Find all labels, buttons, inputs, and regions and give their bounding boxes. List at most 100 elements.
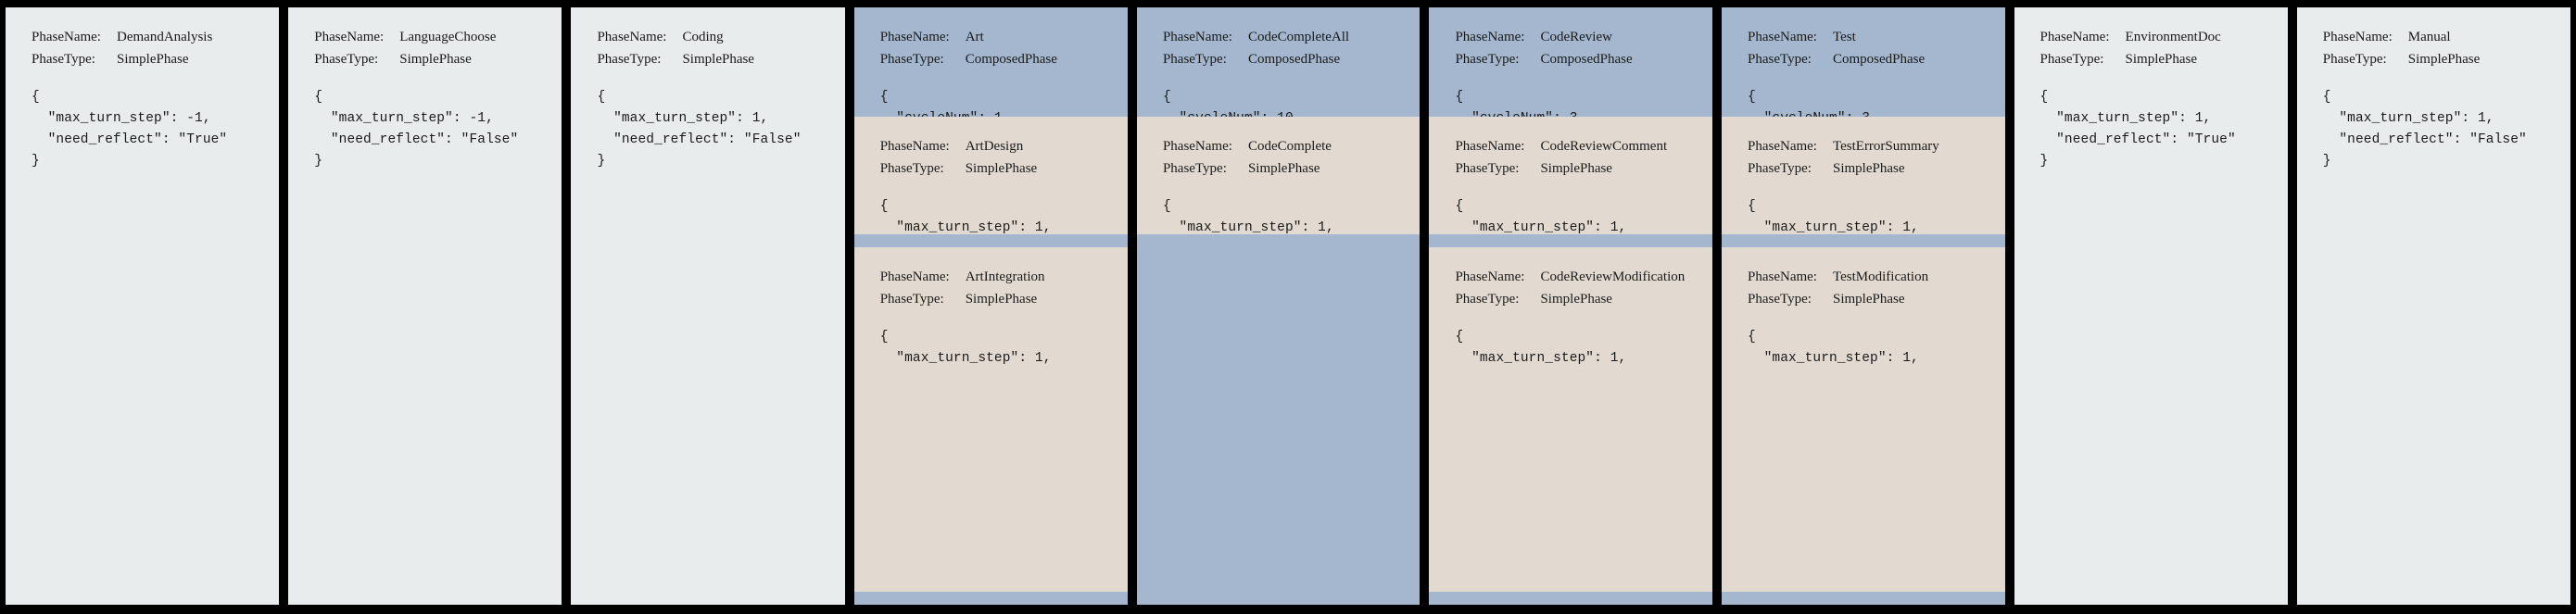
code-review-comment-phase-type-value: SimplePhase — [1540, 161, 1612, 177]
language-choose-config-json: { "max_turn_step": -1, "need_reflect": "… — [314, 89, 519, 169]
code-review-phase-type-row: PhaseType:ComposedPhase — [1455, 48, 1712, 70]
art-design-config-json: { "max_turn_step": 1, "need_reflect": "F… — [879, 198, 1052, 234]
test-modification-phase-name-row: PhaseName:TestModification — [1748, 266, 2005, 288]
code-complete-all-phase-type-row: PhaseType:ComposedPhase — [1163, 48, 1421, 70]
coding-phase-name-row: PhaseName:Coding — [597, 26, 844, 48]
art-integration-phase-name-label: PhaseName: — [879, 269, 950, 284]
code-complete-config-json: { "max_turn_step": 1, "need_reflect": "F… — [1162, 198, 1334, 234]
code-complete-all-phase-name-row: PhaseName:CodeCompleteAll — [1163, 26, 1421, 48]
language-choose-phase-name-row: PhaseName: LanguageChoose — [314, 26, 562, 48]
art-design-phase-name-label: PhaseName: — [879, 139, 950, 154]
test-modification-phase-name-value: TestModification — [1833, 269, 1929, 284]
test-phase-type-value: ComposedPhase — [1833, 52, 1926, 68]
code-complete-all-config-json: { "cycleNum": 10 } — [1162, 89, 1294, 117]
demand-analysis-phase-name-value: DemandAnalysis — [117, 30, 213, 44]
test-error-summary-config-json: { "max_turn_step": 1, "need_reflect": "F… — [1748, 198, 1919, 234]
test-phase-name-row: PhaseName:Test — [1748, 26, 2005, 48]
art-integration-phase-name-value: ArtIntegration — [965, 269, 1045, 284]
environment-doc-config-json: { "max_turn_step": 1, "need_reflect": "T… — [2039, 89, 2236, 169]
art-design-phase-type-label: PhaseType: — [879, 161, 944, 177]
code-review-modification-phase-name-row: PhaseName:CodeReviewModification — [1455, 266, 1712, 288]
manual-config-json: { "max_turn_step": 1, "need_reflect": "F… — [2322, 89, 2527, 169]
code-review-comment-phase-name-value: CodeReviewComment — [1540, 139, 1668, 154]
environment-doc-phase-type-value: SimplePhase — [2125, 52, 2198, 68]
code-review-comment-phase-type-row: PhaseType: SimplePhase — [1455, 157, 1712, 180]
cycle-divider-art-end — [853, 592, 1128, 605]
language-choose-phase-type-value: SimplePhase — [399, 52, 472, 68]
environment-doc-phase-name-label: PhaseName: — [2039, 30, 2110, 44]
code-review-comment-phase-name-label: PhaseName: — [1455, 139, 1525, 154]
test-error-summary-phase-name-value: TestErrorSummary — [1833, 139, 1939, 154]
environment-doc-phase-type-row: PhaseType:SimplePhase — [2040, 48, 2288, 70]
test-modification-phase-type-label: PhaseType: — [1748, 292, 1812, 307]
art-phase-type-label: PhaseType: — [879, 52, 944, 68]
subphase-fill-art — [853, 365, 1128, 592]
manual-phase-name-label: PhaseName: — [2322, 30, 2393, 44]
art-config-json: { "cycleNum": 1 } — [879, 89, 1003, 117]
demand-analysis-phase-name-row: PhaseName:DemandAnalysis — [32, 26, 279, 48]
code-review-modification-config-json: { "max_turn_step": 1, "need_reflect": "F… — [1455, 329, 1627, 365]
code-review-modification-phase-type-label: PhaseType: — [1455, 292, 1520, 307]
language-choose-phase-name-value: LanguageChoose — [399, 30, 497, 44]
environment-doc-phase-name-row: PhaseName:EnvironmentDoc — [2040, 26, 2288, 48]
code-review-phase-name-label: PhaseName: — [1455, 30, 1525, 44]
cycle-divider-code-review-0 — [1429, 234, 1712, 247]
manual-phase-type-label: PhaseType: — [2322, 52, 2387, 68]
coding-phase-type-label: PhaseType: — [597, 52, 662, 68]
subphase-fill-code-review — [1429, 365, 1712, 592]
coding-phase-type-value: SimplePhase — [682, 52, 754, 68]
art-phase-name-label: PhaseName: — [879, 30, 950, 44]
code-complete-phase-type-row: PhaseType:SimplePhase — [1163, 157, 1421, 180]
test-error-summary-phase-name-label: PhaseName: — [1748, 139, 1817, 154]
code-review-comment-phase-type-label: PhaseType: — [1455, 161, 1520, 177]
coding-phase-type-row: PhaseType: SimplePhase — [597, 48, 844, 70]
test-phase-type-label: PhaseType: — [1748, 52, 1812, 68]
coding-config-json: { "max_turn_step": 1, "need_reflect": "F… — [597, 89, 802, 169]
code-review-modification-phase-name-label: PhaseName: — [1455, 269, 1525, 284]
language-choose-phase-type-label: PhaseType: — [314, 52, 379, 68]
test-config-json: { "cycleNum": 3 } — [1748, 89, 1870, 117]
cycle-divider-test-0 — [1722, 234, 2005, 247]
art-integration-config-json: { "max_turn_step": 1, "need_reflect": "F… — [879, 329, 1052, 365]
manual-phase-type-row: PhaseType:SimplePhase — [2323, 48, 2570, 70]
subphase-fill-test — [1722, 365, 2005, 592]
manual-phase-name-row: PhaseName: Manual — [2323, 26, 2570, 48]
art-phase-name-row: PhaseName:Art — [880, 26, 1128, 48]
code-review-phase-name-row: PhaseName:CodeReview — [1455, 26, 1712, 48]
code-complete-all-phase-name-value: CodeCompleteAll — [1247, 30, 1350, 44]
test-phase-name-label: PhaseName: — [1748, 30, 1817, 44]
manual-phase-name-value: Manual — [2407, 30, 2451, 44]
code-complete-all-phase-type-label: PhaseType: — [1162, 52, 1227, 68]
language-choose-phase-name-label: PhaseName: — [314, 30, 385, 44]
